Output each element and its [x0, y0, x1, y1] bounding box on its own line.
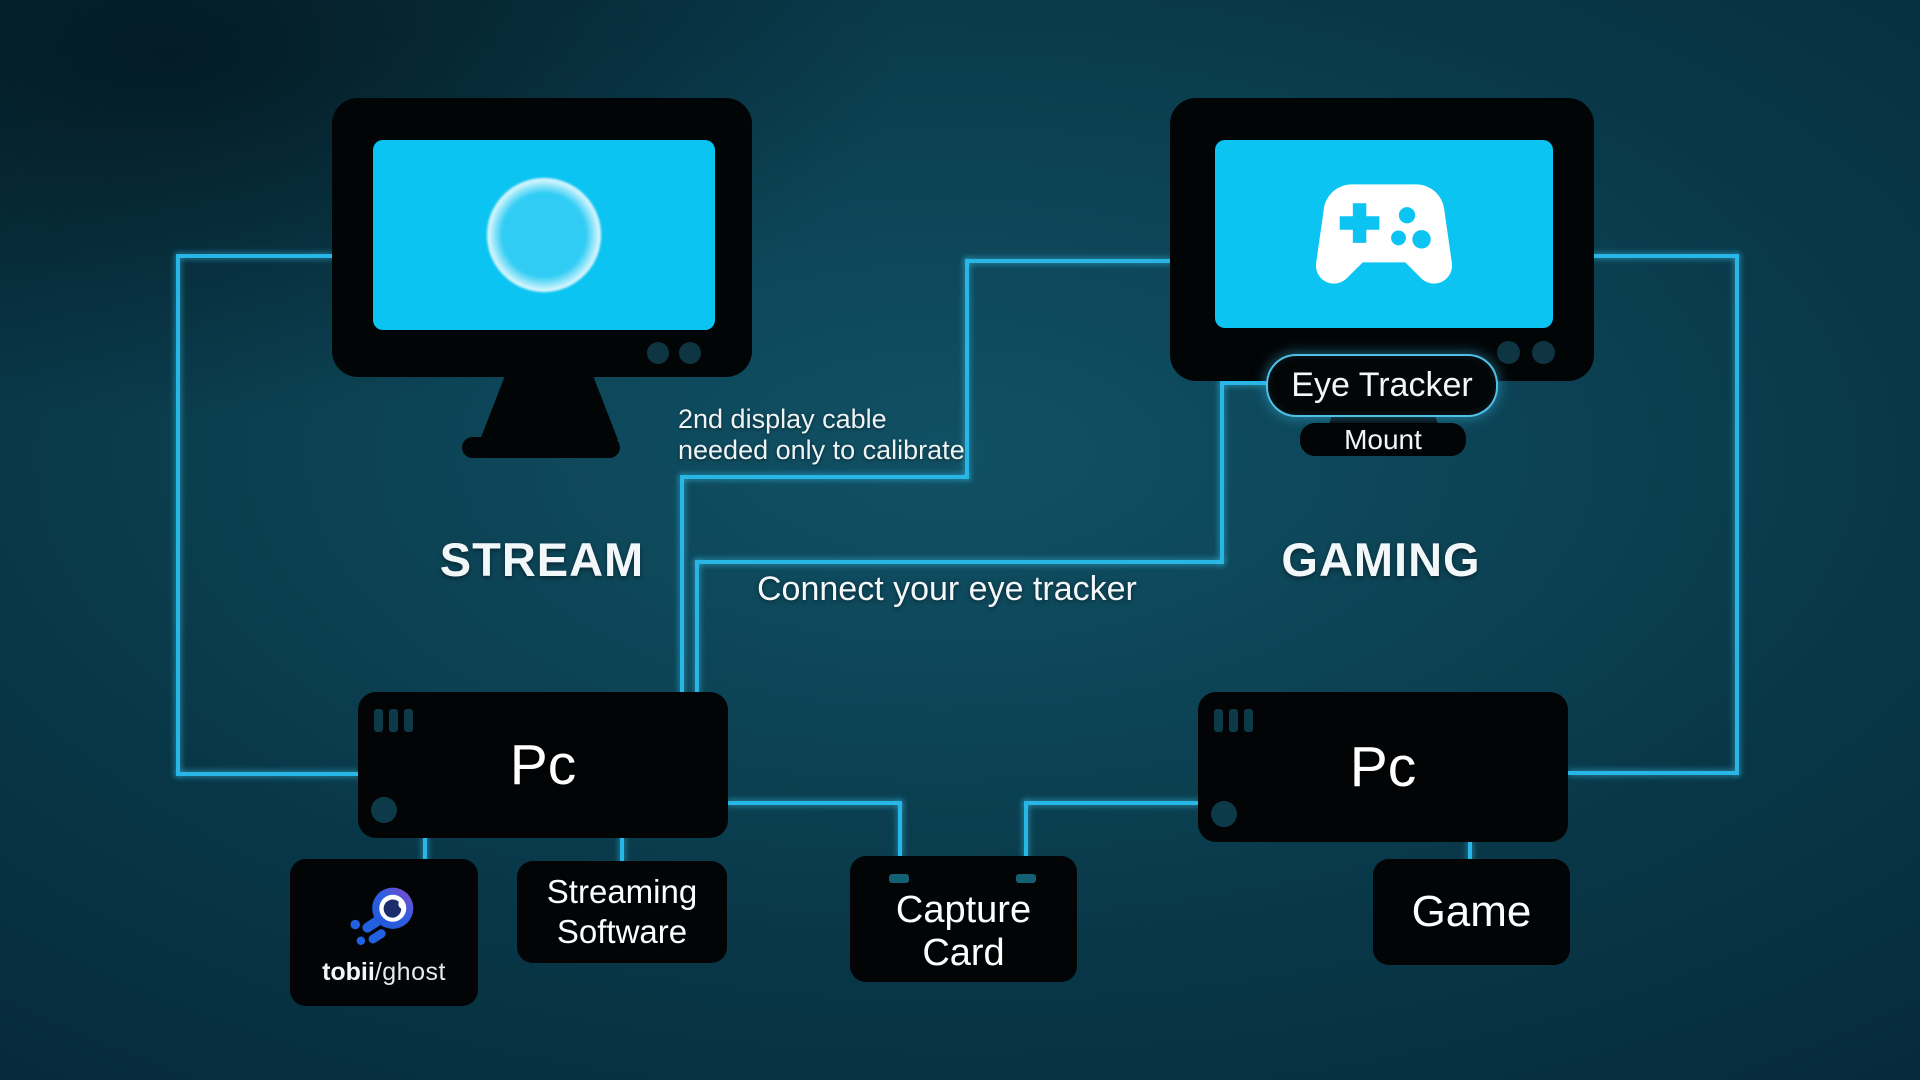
- capture-card-port-icon: [1016, 874, 1036, 883]
- cable-annotation-line1: 2nd display cable: [678, 404, 887, 434]
- cable-left-monitor-loop-vert: [176, 254, 180, 776]
- eye-tracker-mount: Mount: [1300, 423, 1466, 456]
- mount-label: Mount: [1344, 423, 1422, 455]
- tobii-ghost-wordmark: tobii/ghost: [322, 958, 446, 987]
- cable-leftpc-to-software: [620, 835, 624, 864]
- left-monitor-stand-base: [462, 437, 620, 458]
- monitor-indicator-dot: [1497, 341, 1520, 364]
- cable-2nd-display-horiz-top: [965, 259, 1173, 263]
- capture-card-port-icon: [889, 874, 909, 883]
- ghost-product-text: /ghost: [374, 958, 446, 986]
- cable-leftpc-to-capture-horiz: [726, 801, 902, 805]
- cable-right-monitor-loop-bottom: [1568, 771, 1739, 775]
- cable-capture-to-rightpc-vert: [1024, 801, 1028, 859]
- gaming-section-title: GAMING: [1281, 533, 1481, 586]
- cable-rightpc-to-game: [1468, 840, 1472, 862]
- cable-eyetracker-horiz-top: [1220, 381, 1268, 385]
- power-led-icon: [371, 797, 397, 823]
- cable-annotation: 2nd display cable needed only to calibra…: [678, 404, 965, 466]
- stream-monitor: [332, 98, 752, 377]
- cable-2nd-display-vert-upper: [965, 259, 969, 479]
- cable-eyetracker-vert-lower: [695, 560, 699, 694]
- streaming-software-label-line1: Streaming: [546, 873, 698, 910]
- gamepad-icon: [1315, 184, 1453, 284]
- capture-card-label: Capture Card: [895, 889, 1032, 974]
- eye-tracker-device: Eye Tracker: [1266, 354, 1498, 417]
- vent-bars-icon: [374, 709, 413, 732]
- stream-pc: Pc: [358, 692, 728, 838]
- tobii-ghost-logo: [350, 887, 414, 945]
- gaming-pc-label: Pc: [1349, 735, 1417, 799]
- gaming-pc: Pc: [1198, 692, 1568, 842]
- stream-section-title: STREAM: [439, 533, 645, 586]
- streaming-software-label-line2: Software: [556, 913, 688, 950]
- cable-left-monitor-loop-bottom: [176, 772, 360, 776]
- tobii-brand-text: tobii: [322, 958, 375, 986]
- game-box: Game: [1373, 859, 1570, 965]
- gaming-monitor: [1170, 98, 1594, 381]
- tobii-ghost-box: tobii/ghost: [290, 859, 478, 1006]
- cable-eyetracker-vert-upper: [1220, 381, 1224, 564]
- gaming-monitor-screen: [1215, 140, 1553, 328]
- streaming-software-box: Streaming Software: [517, 861, 727, 963]
- power-led-icon: [1211, 801, 1237, 827]
- cable-capture-to-rightpc-horiz: [1024, 801, 1200, 805]
- monitor-indicator-dot: [647, 342, 669, 364]
- cable-right-monitor-loop-vert: [1735, 254, 1739, 775]
- monitor-indicator-dot: [679, 342, 701, 364]
- stream-monitor-screen: [373, 140, 715, 330]
- cable-2nd-display-vert-lower: [680, 476, 684, 694]
- cable-eyetracker-horiz: [695, 560, 1224, 564]
- cable-right-monitor-loop-top: [1592, 254, 1739, 258]
- cable-annotation-line2: needed only to calibrate: [678, 435, 965, 465]
- cable-leftpc-to-tobii: [423, 835, 427, 862]
- capture-card-box: Capture Card: [850, 856, 1077, 982]
- game-label: Game: [1411, 887, 1532, 936]
- stream-pc-label: Pc: [509, 733, 577, 797]
- connect-annotation: Connect your eye tracker: [757, 570, 1137, 608]
- cable-left-monitor-loop-top: [178, 254, 334, 258]
- monitor-indicator-dot: [1532, 341, 1555, 364]
- eye-tracker-label: Eye Tracker: [1291, 366, 1473, 404]
- vent-bars-icon: [1214, 709, 1253, 732]
- left-monitor-stand: [480, 376, 618, 440]
- cable-2nd-display-horiz-mid: [680, 475, 969, 479]
- cable-leftpc-to-capture-vert: [898, 801, 902, 859]
- calibration-circle-icon: [487, 178, 601, 292]
